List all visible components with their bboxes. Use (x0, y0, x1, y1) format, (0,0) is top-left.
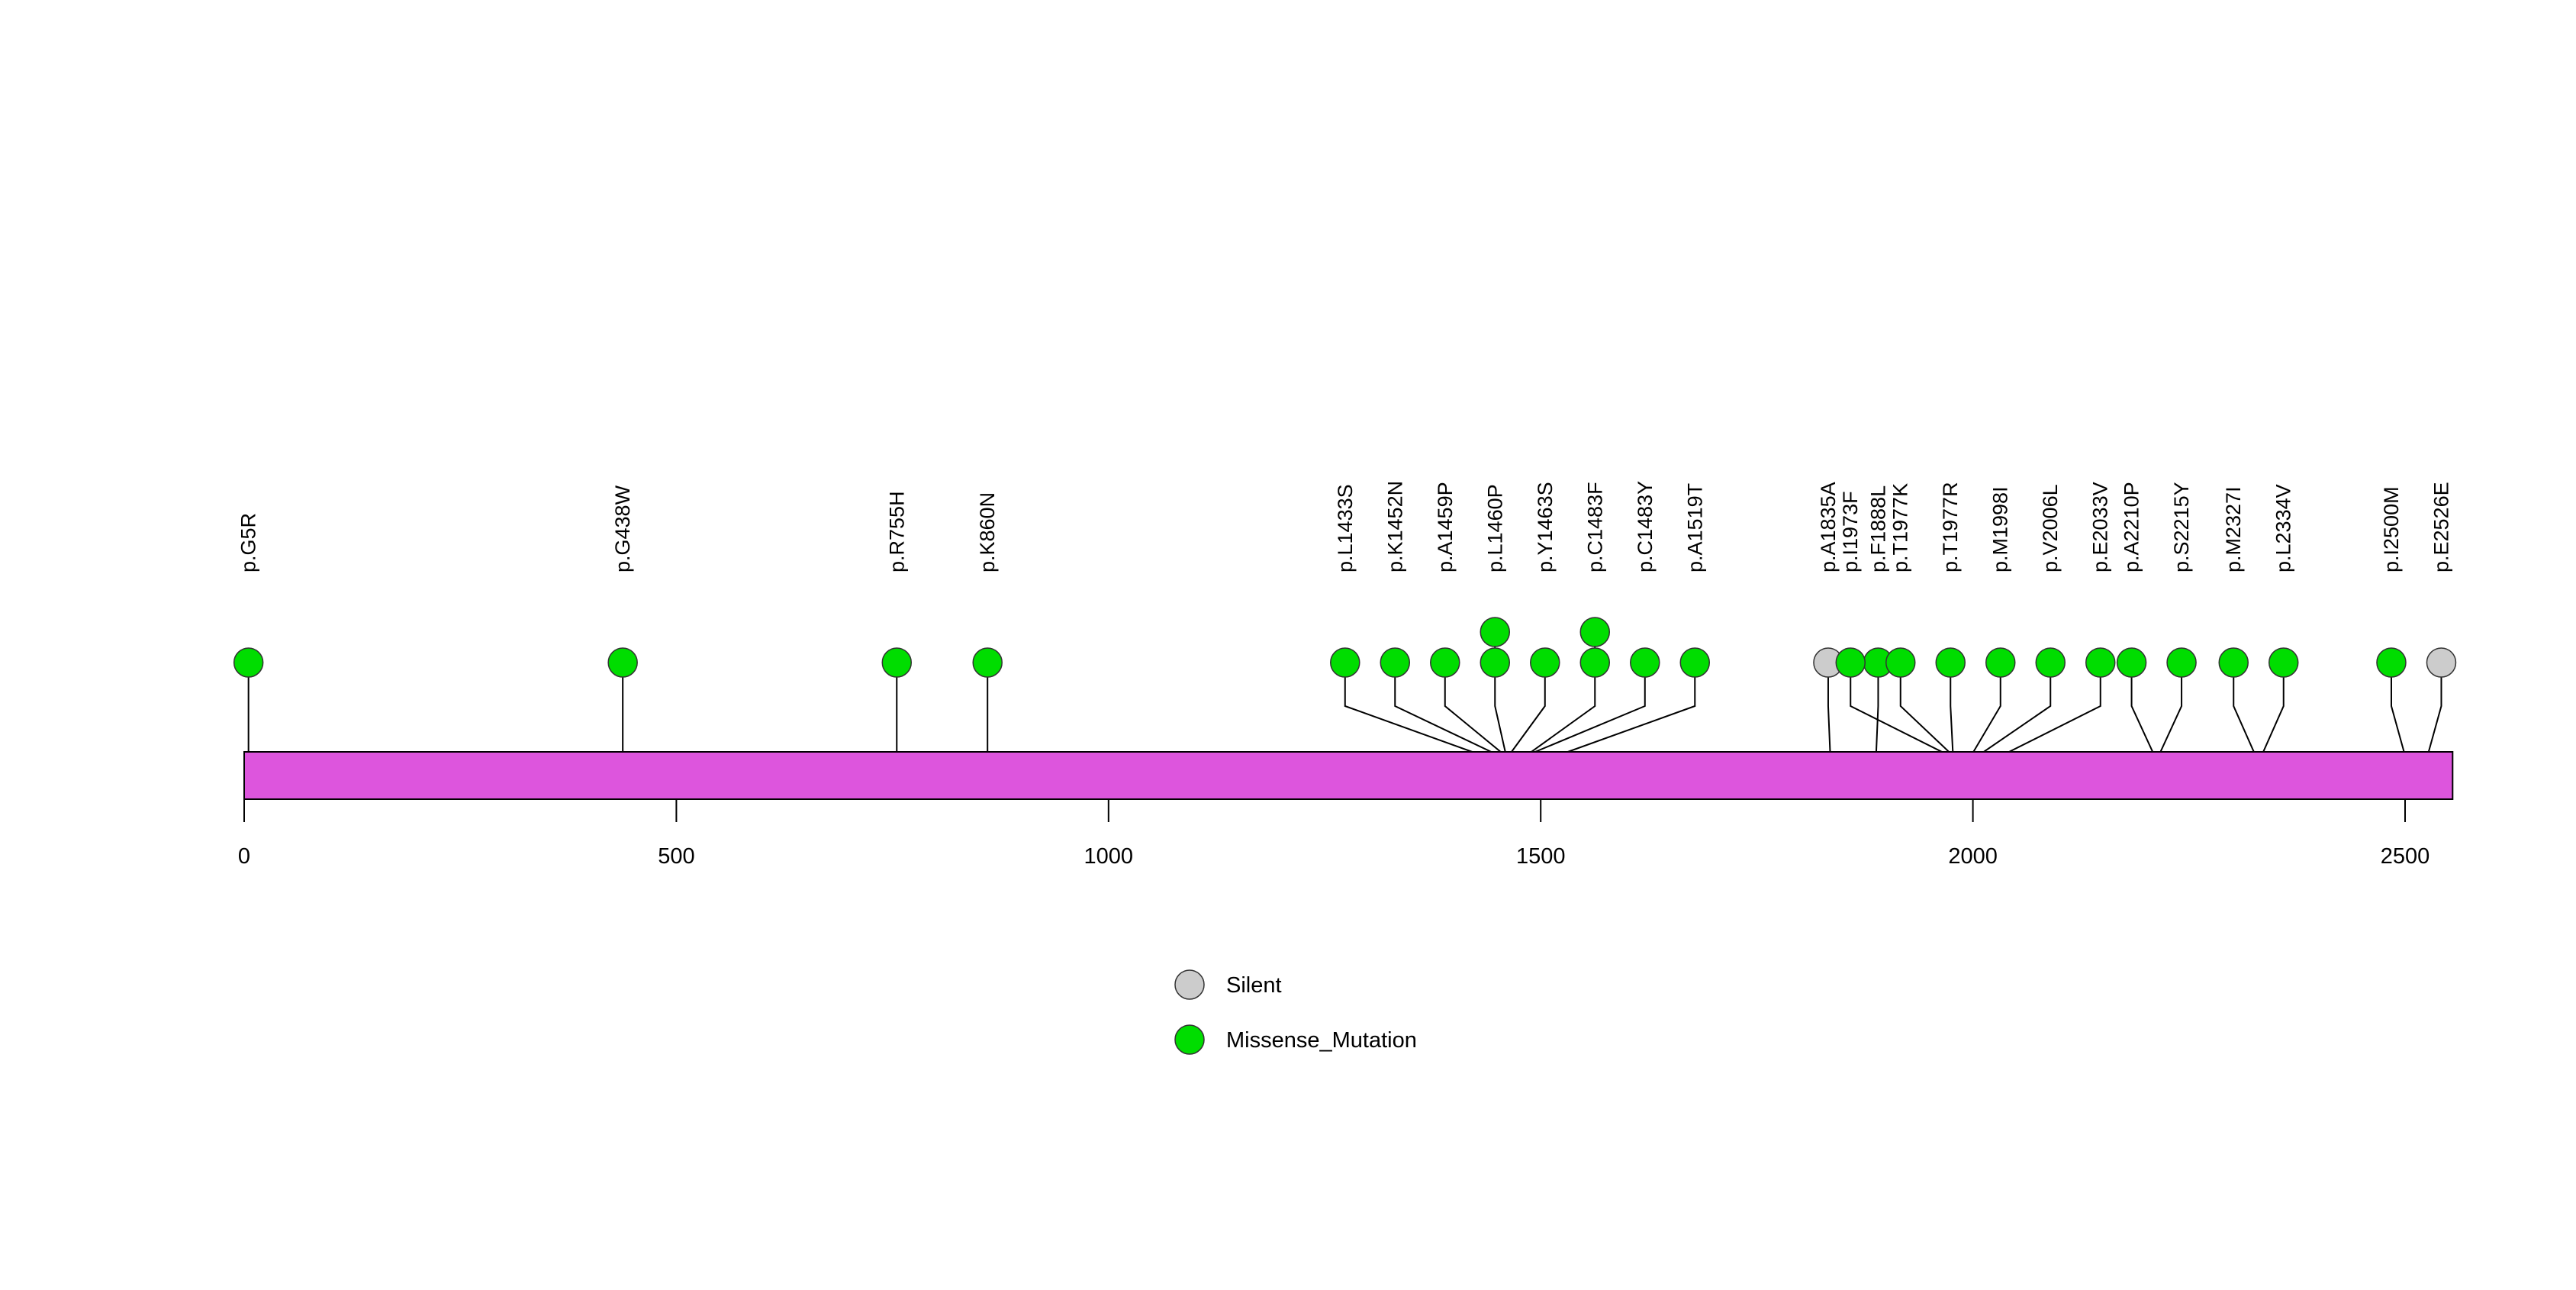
mutation-label: p.S2215Y (2170, 482, 2193, 572)
legend-swatch-silent (1174, 969, 1205, 1000)
mutation-label: p.E2033V (2089, 482, 2112, 572)
mutation-label: p.R755H (885, 491, 908, 572)
mutation-marker-pl1460p[interactable] (1480, 617, 1511, 647)
mutation-label: p.T1977R (1939, 482, 1962, 572)
mutation-marker-pl1460p[interactable] (1480, 647, 1511, 678)
mutation-marker-pv2006l[interactable] (2035, 647, 2066, 678)
mutation-marker-pt1977r[interactable] (1935, 647, 1966, 678)
x-axis-tick-label: 1000 (1084, 844, 1134, 869)
mutation-marker-py1463s[interactable] (1530, 647, 1560, 678)
mutation-label: p.G438W (611, 485, 634, 572)
mutation-marker-pa2210p[interactable] (2116, 647, 2147, 678)
mutation-label: p.T1977K (1889, 483, 1912, 572)
mutation-label: p.L2334V (2272, 484, 2295, 572)
legend-label: Silent (1226, 973, 1282, 998)
mutation-marker-pm2327i[interactable] (2218, 647, 2249, 678)
mutation-label: p.G5R (237, 513, 260, 572)
protein-domain-bar (243, 751, 2454, 800)
mutation-marker-pe2033v[interactable] (2085, 647, 2116, 678)
mutation-marker-pc1483f[interactable] (1579, 617, 1611, 647)
x-axis-tick-label: 2500 (2381, 844, 2430, 869)
mutation-marker-pt1977k[interactable] (1885, 647, 1916, 678)
mutation-marker-pk1452n[interactable] (1380, 647, 1411, 678)
legend-swatch-missense_mutation (1174, 1024, 1205, 1055)
protein-bar-group (243, 751, 2454, 800)
mutation-label: p.E2526E (2429, 482, 2452, 572)
mutation-label: p.K860N (976, 492, 999, 572)
mutation-label: p.L1433S (1334, 484, 1357, 572)
x-axis-group: 0 500 1000 1500 2000 2500 (238, 799, 2429, 869)
mutation-marker-pi2500m[interactable] (2376, 647, 2407, 678)
mutation-label: p.C1483F (1583, 482, 1606, 572)
mutation-marker-pl1433s[interactable] (1330, 647, 1360, 678)
x-axis-tick-label: 2000 (1948, 844, 1998, 869)
x-axis-tick-label: 500 (658, 844, 694, 869)
mutation-label: p.A1459P (1434, 482, 1457, 572)
mutation-label: p.A1835A (1817, 482, 1840, 572)
mutation-marker-pe2526e[interactable] (2426, 647, 2457, 678)
mutation-marker-pr755h[interactable] (881, 647, 913, 678)
mutation-label: p.M2327I (2222, 486, 2245, 572)
mutation-marker-pg5r[interactable] (233, 647, 264, 678)
mutation-marker-pa1519t[interactable] (1679, 647, 1711, 678)
mutation-label: p.L1460P (1483, 484, 1506, 572)
mutation-marker-pg438w[interactable] (607, 647, 638, 678)
mutation-marker-ps2215y[interactable] (2166, 647, 2197, 678)
mutation-marker-pa1459p[interactable] (1430, 647, 1460, 678)
mutation-label: p.M1998I (1989, 486, 2012, 572)
mutation-label: p.V2006L (2039, 484, 2062, 572)
mutation-marker-pc1483f[interactable] (1579, 647, 1611, 678)
mutation-label: p.I1973F (1839, 491, 1862, 572)
mutation-marker-pm1998i[interactable] (1985, 647, 2016, 678)
mutation-label: p.I2500M (2380, 486, 2403, 572)
mutation-label: p.F1888L (1866, 485, 1889, 572)
mutation-labels-group: p.G5R p.G438W p.R755H p.K860N p.L1433S p.K145… (237, 481, 2453, 572)
x-axis-tick-label: 0 (238, 844, 250, 869)
mutation-marker-pc1483y[interactable] (1630, 647, 1660, 678)
mutation-marker-pl2334v[interactable] (2268, 647, 2299, 678)
mutation-label: p.A1519T (1683, 483, 1706, 572)
mutation-marker-pk860n[interactable] (972, 647, 1003, 678)
x-axis-tick-label: 1500 (1516, 844, 1566, 869)
legend-label: Missense_Mutation (1226, 1028, 1417, 1053)
mutation-marker-pi1973f[interactable] (1835, 647, 1866, 678)
mutation-label: p.C1483Y (1634, 481, 1657, 572)
mutation-label: p.K1452N (1383, 481, 1406, 572)
lollipop-circles-group[interactable] (233, 617, 2457, 678)
mutation-label: p.A2210P (2120, 482, 2143, 572)
mutation-label: p.Y1463S (1534, 482, 1557, 572)
